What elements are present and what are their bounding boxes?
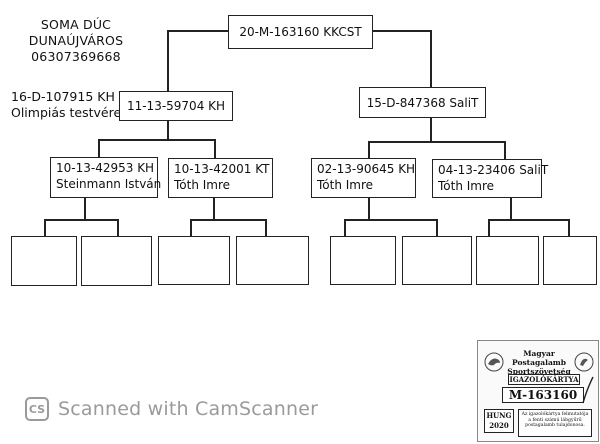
connector [344, 219, 437, 221]
connector [372, 30, 431, 32]
connector [344, 219, 346, 236]
dam-ring: 15-D-847368 SaliT [366, 96, 479, 110]
connector [213, 197, 215, 220]
great-grandparent-box [330, 236, 396, 285]
side-note-ring: 16-D-107915 KH [11, 89, 115, 104]
connector [98, 139, 215, 141]
great-grandparent-box [81, 236, 152, 286]
side-note: 16-D-107915 KH Olimpiás testvére [11, 89, 121, 121]
id-card-country-year: HUNG 2020 [484, 409, 514, 433]
sire-box: 11-13-59704 KH [119, 91, 233, 121]
side-note-text: Olimpiás testvére [11, 105, 122, 120]
pedigree-root-box: 20-M-163160 KKCST [228, 15, 373, 49]
connector [167, 30, 228, 32]
sire-dam-ring: 10-13-42001 KT [174, 162, 270, 176]
id-card: Magyar Postagalamb Sportszövetség IGAZOL… [477, 340, 599, 442]
pigeon-emblem-icon [484, 352, 504, 372]
id-card-org-line1: Magyar Postagalamb [512, 349, 566, 367]
connector [265, 219, 267, 236]
camscanner-logo-icon: CS [25, 397, 49, 421]
id-card-notice: Az igazolókártya felmutatója a fenti szá… [518, 409, 592, 437]
connector [488, 219, 490, 236]
camscanner-logo-text: CS [28, 402, 46, 416]
connector [44, 219, 118, 221]
great-grandparent-box [476, 236, 539, 285]
connector [214, 139, 216, 158]
owner-block: SOMA DÚC DUNAÚJVÁROS 06307369668 [16, 17, 136, 65]
connector [368, 141, 370, 159]
connector [98, 139, 100, 158]
connector [510, 197, 512, 220]
dam-box: 15-D-847368 SaliT [359, 87, 486, 118]
owner-name: SOMA DÚC [40, 17, 112, 32]
camscanner-watermark: Scanned with CamScanner [58, 398, 319, 420]
dam-dam-breeder: Tóth Imre [438, 179, 495, 193]
id-card-title: IGAZOLÓKÁRTYA [508, 374, 580, 385]
connector [44, 219, 46, 236]
sire-sire-breeder: Steinmann István [56, 177, 162, 191]
connector [430, 117, 432, 142]
sire-sire-ring: 10-13-42953 KH [56, 161, 155, 175]
great-grandparent-box [402, 236, 472, 285]
id-card-country: HUNG [486, 411, 512, 420]
root-ring: 20-M-163160 KKCST [239, 25, 362, 39]
connector [430, 30, 432, 88]
dam-sire-breeder: Tóth Imre [317, 178, 374, 192]
sire-sire-box: 10-13-42953 KH Steinmann István [50, 157, 162, 198]
connector [568, 219, 570, 236]
dam-dam-ring: 04-13-23406 SaliT [438, 163, 549, 177]
connector [504, 141, 506, 160]
connector [368, 197, 370, 220]
connector [488, 219, 569, 221]
connector [117, 219, 119, 236]
owner-city: DUNAÚJVÁROS [28, 33, 124, 48]
dam-sire-ring: 02-13-90645 KH [317, 162, 416, 176]
id-card-org: Magyar Postagalamb Sportszövetség [506, 349, 572, 376]
connector [190, 219, 192, 236]
connector [167, 30, 169, 92]
connector [368, 141, 505, 143]
id-card-year: 2020 [489, 421, 509, 430]
great-grandparent-box [236, 236, 309, 285]
signature-stroke-icon [582, 376, 594, 404]
great-grandparent-box [543, 236, 597, 285]
dam-dam-box: 04-13-23406 SaliT Tóth Imre [432, 159, 549, 198]
connector [84, 197, 86, 220]
connector [167, 120, 169, 140]
connector [190, 219, 266, 221]
owner-phone: 06307369668 [31, 49, 121, 64]
id-card-number: M-163160 [502, 387, 584, 403]
sire-dam-breeder: Tóth Imre [174, 178, 231, 192]
dam-sire-box: 02-13-90645 KH Tóth Imre [311, 158, 416, 198]
sire-dam-box: 10-13-42001 KT Tóth Imre [168, 158, 273, 198]
great-grandparent-box [158, 236, 230, 285]
great-grandparent-box [11, 236, 77, 286]
association-emblem-icon [574, 352, 594, 372]
connector [436, 219, 438, 236]
sire-ring: 11-13-59704 KH [126, 99, 226, 113]
id-card-org-line2: Sportszövetség [507, 367, 571, 376]
